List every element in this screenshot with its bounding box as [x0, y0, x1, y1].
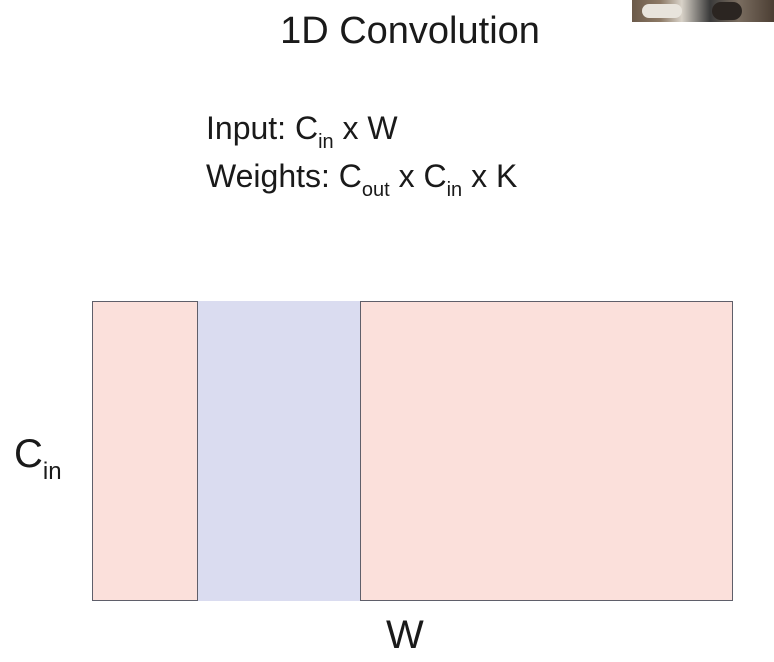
weights-out-channel-symbol: C [338, 158, 362, 194]
slide-title: 1D Convolution [280, 10, 540, 52]
weights-label: Weights: [206, 158, 339, 194]
weights-shape-line: Weights: Cout x Cin x K [206, 156, 517, 201]
channel-axis-symbol: C [14, 432, 43, 476]
webcam-detail [642, 4, 682, 18]
weights-in-channel-symbol: C [423, 158, 447, 194]
webcam-thumbnail [632, 0, 774, 22]
weights-kernel-term: x K [462, 158, 518, 194]
weights-out-channel-subscript: out [361, 179, 390, 201]
input-label: Input: [206, 110, 295, 146]
weights-times: x [389, 158, 424, 194]
webcam-detail [712, 2, 742, 20]
channel-axis-label: Cin [14, 432, 62, 485]
width-axis-label: W [386, 613, 424, 657]
input-tensor-rectangle [92, 300, 733, 601]
input-width-term: x W [333, 110, 398, 146]
input-shape-line: Input: Cin x W [206, 108, 398, 153]
input-channel-symbol: C [294, 110, 319, 146]
channel-axis-subscript: in [42, 458, 62, 485]
kernel-window [197, 300, 361, 601]
input-channel-subscript: in [318, 131, 334, 153]
weights-in-channel-subscript: in [446, 179, 463, 201]
